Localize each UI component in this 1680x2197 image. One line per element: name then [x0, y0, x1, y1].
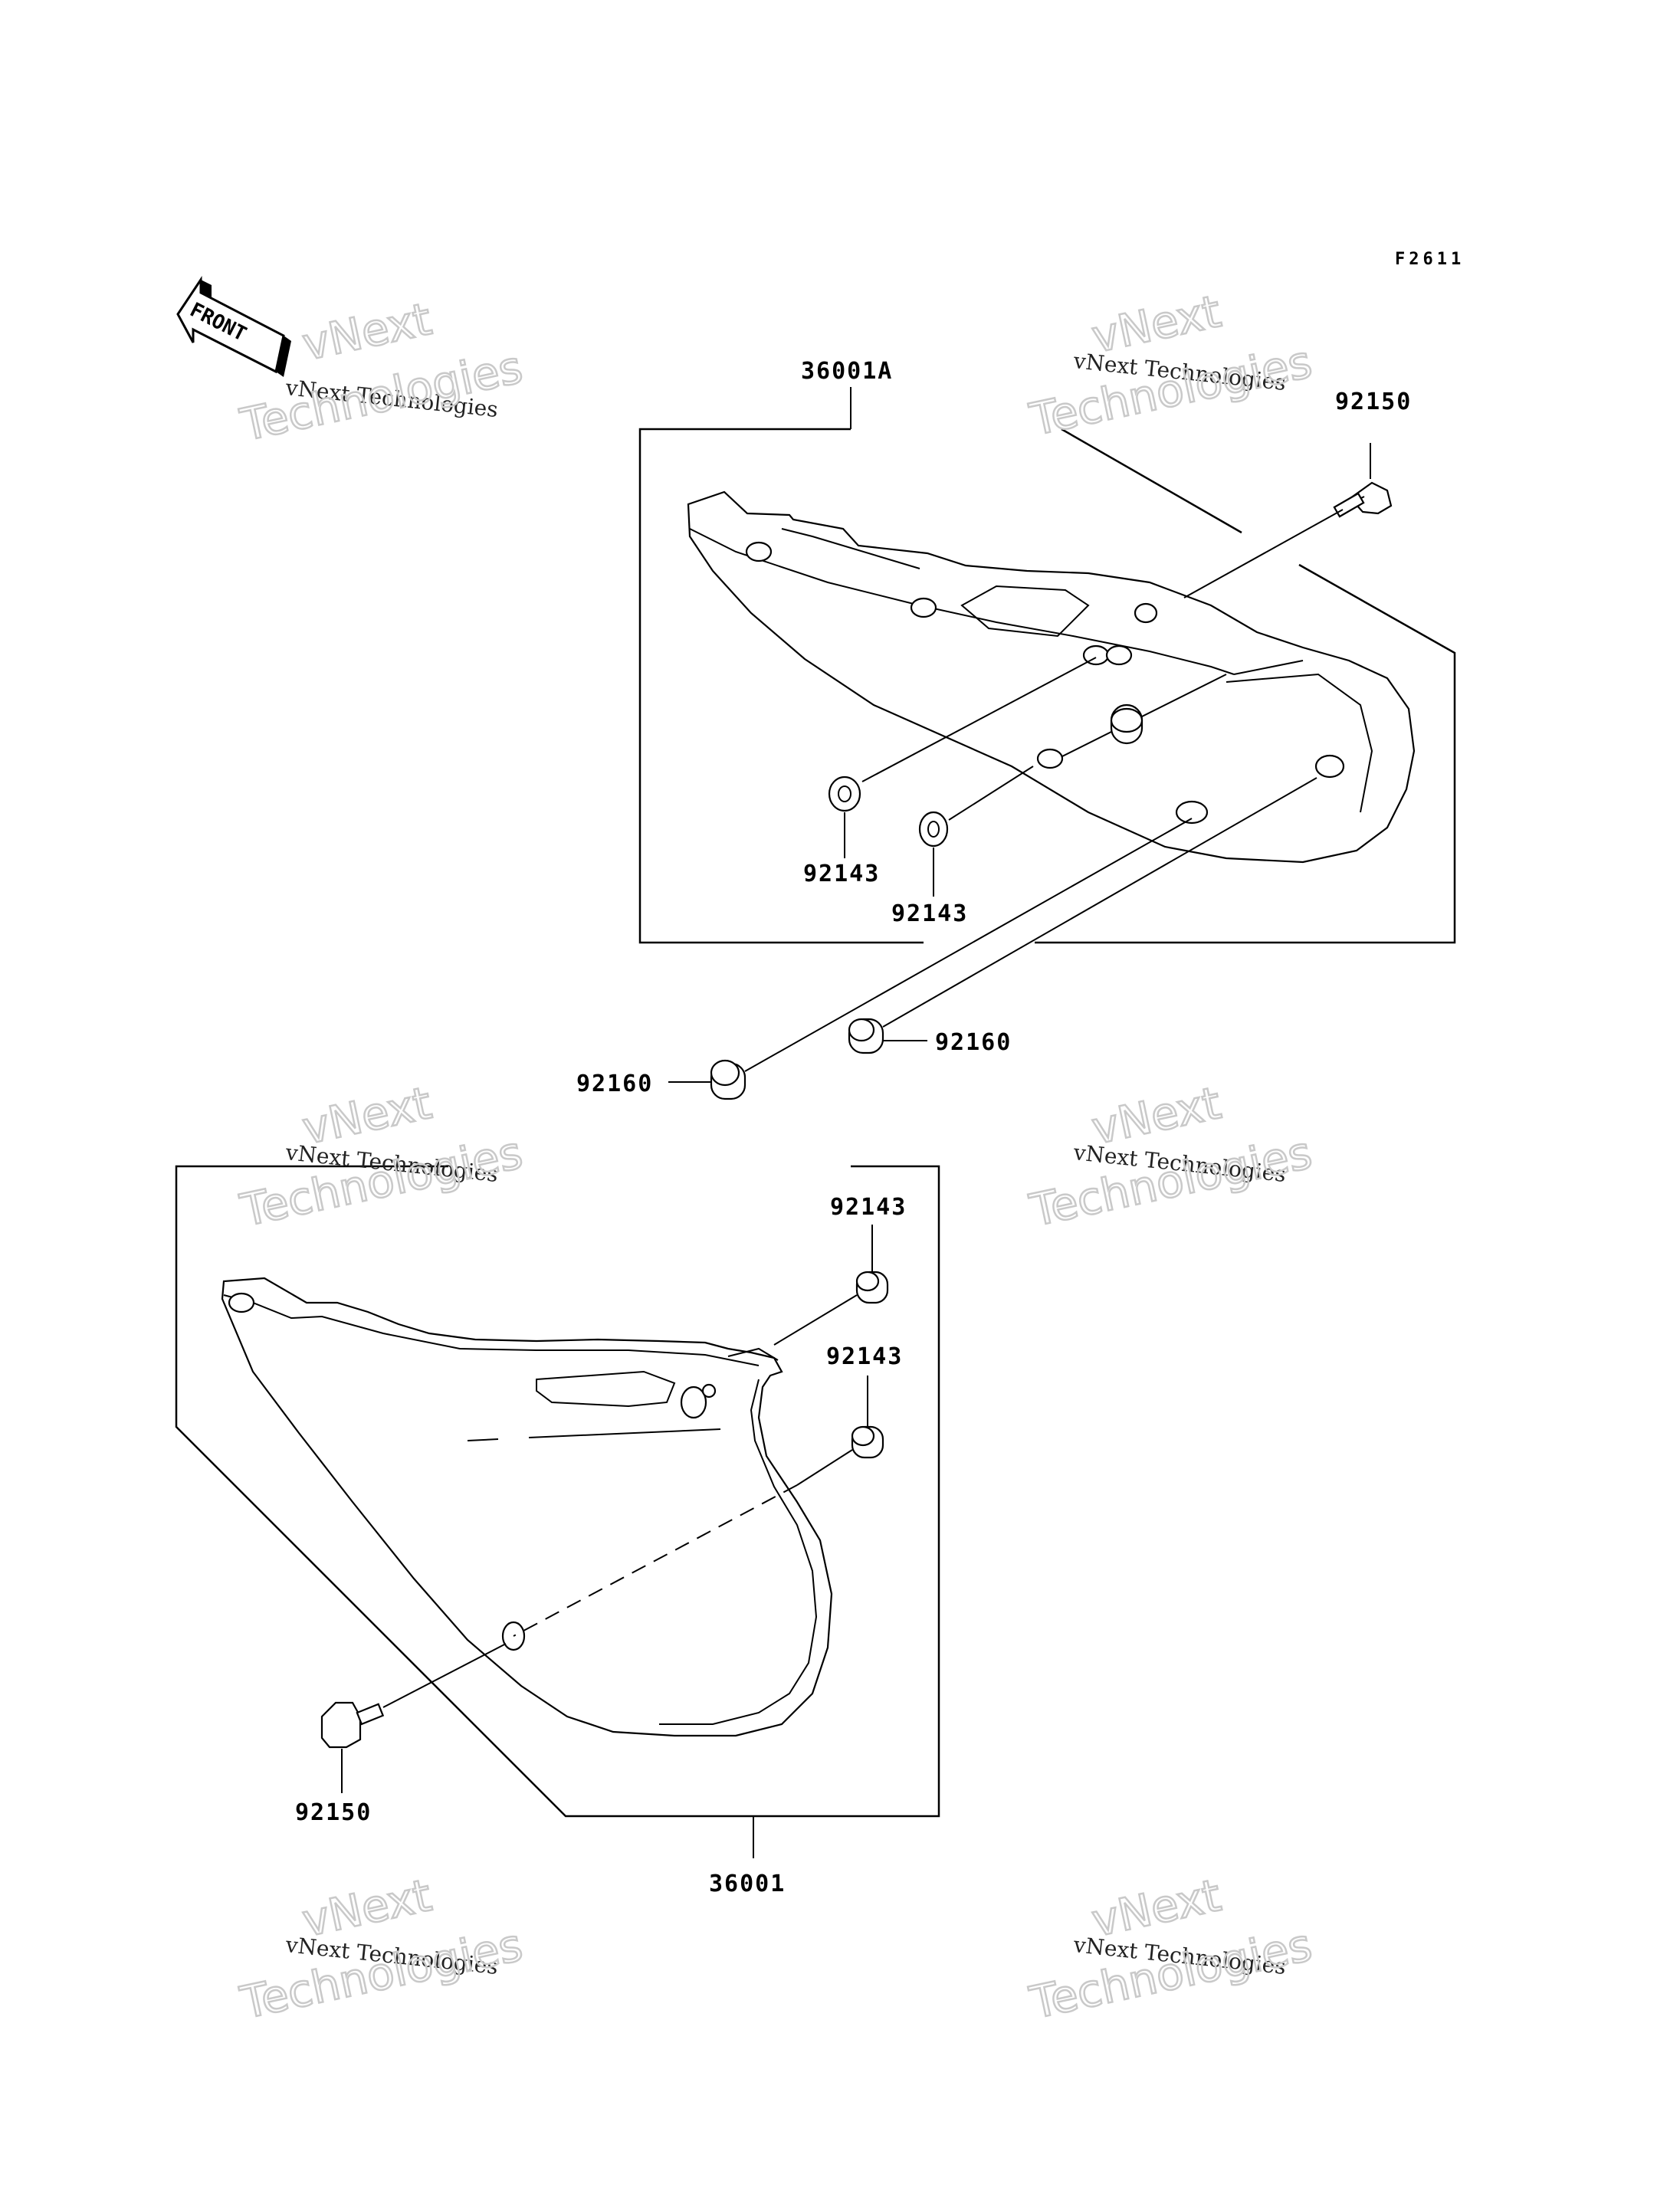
svg-text:vNext: vNext	[298, 1077, 436, 1155]
svg-text:vNext: vNext	[298, 293, 436, 371]
part-label-36001A: 36001A	[801, 358, 893, 385]
part-label-92150-upper: 92150	[1335, 389, 1412, 415]
part-label-92143-lower-1: 92143	[830, 1194, 907, 1221]
side-cover-lower	[221, 1277, 833, 1737]
svg-text:Technologies: Technologies	[1025, 1126, 1317, 1237]
watermark-6: vNext Technologies vNext Technologies	[1025, 1868, 1317, 2030]
part-label-92160-right: 92160	[935, 1029, 1012, 1056]
part-label-92160-left: 92160	[576, 1071, 653, 1097]
svg-text:Technologies: Technologies	[236, 1919, 527, 2029]
collar-lower-2-icon	[851, 1425, 884, 1459]
watermark-5: vNext Technologies vNext Technologies	[235, 1868, 528, 2030]
watermark-2: vNext Technologies vNext Technologies	[1025, 284, 1317, 447]
collar-upper-1-icon	[828, 776, 861, 812]
bolt-lower-icon	[320, 1643, 507, 1749]
collar-upper-2-icon	[918, 811, 949, 848]
upper-frame-left	[638, 428, 924, 944]
svg-text:vNext: vNext	[1088, 1077, 1226, 1155]
damper-upper-left-icon	[710, 1059, 746, 1100]
svg-text:Technologies: Technologies	[236, 1126, 527, 1237]
svg-text:vNext: vNext	[1088, 285, 1226, 363]
part-label-36001: 36001	[709, 1871, 786, 1897]
side-cover-upper	[687, 490, 1416, 864]
lower-frame	[175, 1165, 940, 1818]
front-arrow-icon: FRONT	[176, 276, 291, 377]
part-label-92150-lower: 92150	[295, 1799, 372, 1826]
part-label-92143-lower-2: 92143	[826, 1343, 903, 1370]
collar-lower-1-icon	[855, 1271, 889, 1304]
part-label-92143-upper-1: 92143	[803, 861, 880, 887]
svg-text:Technologies: Technologies	[1025, 336, 1317, 446]
watermark-4: vNext Technologies vNext Technologies	[1025, 1076, 1317, 1238]
bolt-upper-icon	[1333, 481, 1393, 518]
svg-text:vNext: vNext	[298, 1869, 436, 1947]
figure-code: F2611	[1395, 250, 1465, 269]
part-label-92143-upper-2: 92143	[891, 900, 968, 927]
svg-text:Technologies: Technologies	[1025, 1919, 1317, 2029]
damper-upper-right-icon	[848, 1018, 884, 1054]
watermark-3: vNext Technologies vNext Technologies	[235, 1076, 528, 1238]
svg-text:vNext: vNext	[1088, 1869, 1226, 1947]
upper-frame-right	[1035, 563, 1456, 944]
upper-frame-top	[1061, 428, 1242, 534]
